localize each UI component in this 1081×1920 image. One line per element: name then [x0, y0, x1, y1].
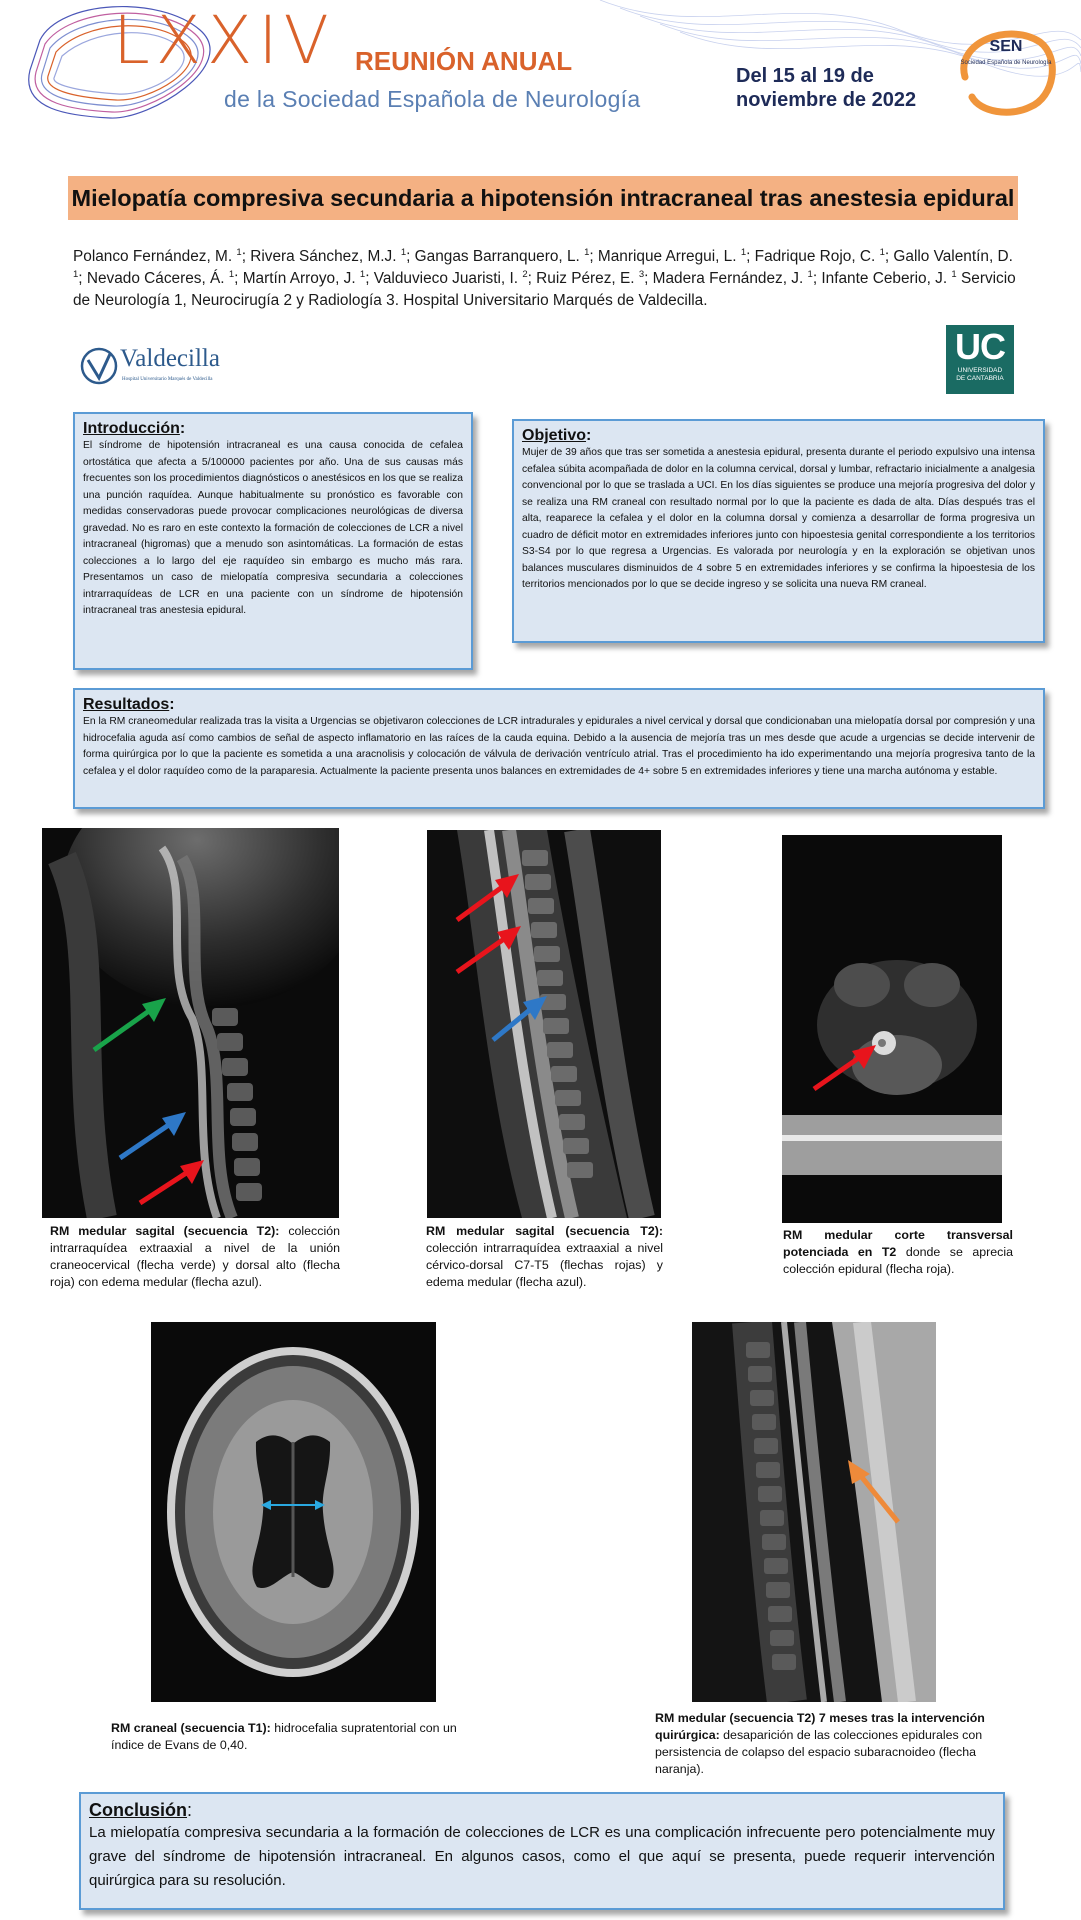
author-affiliation-number: 1 [359, 268, 366, 280]
meeting-dates: Del 15 al 19 de noviembre de 2022 [736, 64, 956, 112]
poster-title-band: Mielopatía compresiva secundaria a hipot… [68, 176, 1018, 220]
figure-caption-3: RM medular corte transversal potenciada … [783, 1228, 1013, 1276]
author-affiliation-number: 1 [740, 246, 747, 258]
introduction-text: El síndrome de hipotensión intracraneal … [83, 440, 463, 616]
uc-logo: UC UNIVERSIDAD DE CANTABRIA [946, 325, 1014, 394]
author-name: Madera Fernández, J. [648, 270, 808, 287]
green-arrow-shaft [92, 1003, 158, 1053]
author-name: Manrique Arregui, L. [593, 248, 741, 265]
author-affiliation-number: 3 [638, 268, 645, 280]
author-affiliation-number: 1 [951, 268, 957, 280]
figure-caption-4: RM craneal (secuencia T1): hidrocefalia … [111, 1721, 457, 1752]
conclusion-box: Conclusión: La mielopatía compresiva sec… [79, 1792, 1005, 1910]
valdecilla-emblem-icon [80, 347, 118, 385]
author-affiliation-number: 1 [73, 268, 79, 280]
header-banner: LXXIV REUNIÓN ANUAL de la Sociedad Españ… [0, 0, 1081, 150]
valdecilla-subtitle: Hospital Universitario Marqués de Valdec… [122, 377, 213, 382]
sen-logo-title: SEN [989, 38, 1023, 55]
author-affiliation-number: 1 [584, 246, 590, 258]
red-arrow-head [852, 1045, 876, 1069]
author-name: Infante Ceberio, J. [817, 270, 952, 287]
valdecilla-name: Valdecilla [120, 345, 220, 372]
conclusion-heading: Conclusión: [89, 1800, 193, 1820]
uc-logo-mark: UC [955, 326, 1006, 367]
author-name: Gangas Barranquero, L. [410, 248, 585, 265]
introduction-box: Introducción: El síndrome de hipotensión… [73, 412, 473, 670]
green-arrow-head [142, 998, 166, 1022]
mri-axial-brain-image [151, 1322, 436, 1702]
results-heading: Resultados: [83, 696, 175, 713]
author-name: Ruiz Pérez, E. [531, 270, 639, 287]
affiliation-text: Servicio de Neurología 1, Neurocirugía 2… [73, 270, 1016, 309]
sen-logo-ring [960, 30, 1056, 116]
author-affiliation-number: 1 [400, 246, 407, 258]
dates-line-2: noviembre de 2022 [736, 89, 917, 111]
author-affiliation-number: 2 [522, 268, 528, 280]
objective-heading: Objetivo: [522, 427, 592, 444]
decorative-wave-lines [28, 0, 1081, 119]
introduction-heading: Introducción: [83, 420, 186, 437]
dates-line-1: Del 15 al 19 de [736, 65, 874, 87]
author-affiliation-number: 1 [807, 268, 813, 280]
author-list: Polanco Fernández, M. 1; Rivera Sánchez,… [73, 246, 1016, 309]
cyan-arrow-head [261, 1500, 271, 1510]
poster-title: Mielopatía compresiva secundaria a hipot… [71, 184, 1015, 211]
valdecilla-logo: Valdecilla Hospital Universitario Marqué… [80, 344, 240, 388]
uc-logo-text: UNIVERSIDAD DE CANTABRIA [946, 367, 1014, 383]
author-affiliation-number: 1 [228, 268, 235, 280]
sen-logo-subtitle: Sociedad Española de Neurología [960, 60, 1052, 66]
blue-arrow-head [523, 996, 547, 1020]
author-name: Polanco Fernández, M. [73, 248, 237, 265]
red-arrow-head [180, 1160, 204, 1184]
uc-line-2: DE CANTABRIA [956, 375, 1004, 382]
red-arrow-head [495, 874, 519, 898]
figure-caption-5: RM medular (secuencia T2) 7 meses tras l… [655, 1711, 985, 1776]
figure-caption-2: RM medular sagital (secuencia T2): colec… [426, 1224, 663, 1289]
mri-sagittal-cervical-image [42, 828, 339, 1218]
author-affiliation-number: 1 [879, 246, 885, 258]
author-name: Fadrique Rojo, C. [750, 248, 880, 265]
results-box: Resultados: En la RM craneomedular reali… [73, 688, 1045, 809]
cyan-arrow-head [315, 1500, 325, 1510]
mri-transverse-image [782, 835, 1002, 1223]
objective-box: Objetivo: Mujer de 39 años que tras ser … [512, 419, 1045, 643]
red-arrow-head [497, 926, 521, 950]
figure-caption-1: RM medular sagital (secuencia T2): colec… [50, 1224, 340, 1289]
blue-arrow-head [162, 1112, 186, 1136]
author-affiliation-number: 1 [236, 246, 242, 258]
meeting-title: REUNIÓN ANUAL [355, 46, 573, 76]
mri-sagittal-postop-image [692, 1322, 936, 1702]
author-name: Rivera Sánchez, M.J. [245, 248, 401, 265]
uc-line-1: UNIVERSIDAD [957, 367, 1003, 374]
mri-sagittal-cervicodorsal-image [427, 830, 661, 1218]
meeting-numeral: LXXIV [113, 2, 335, 79]
author-name: Valduvieco Juaristi, I. [369, 270, 523, 287]
author-name: Martín Arroyo, J. [238, 270, 360, 287]
objective-text: Mujer de 39 años que tras ser sometida a… [522, 447, 1035, 590]
society-name: de la Sociedad Española de Neurología [224, 86, 641, 112]
author-name: Nevado Cáceres, Á. [82, 270, 229, 287]
results-text: En la RM craneomedular realizada tras la… [83, 716, 1035, 777]
conclusion-text: La mielopatía compresiva secundaria a la… [89, 1824, 995, 1889]
author-name: Gallo Valentín, D. [889, 248, 1013, 265]
orange-arrow-head [848, 1460, 870, 1484]
